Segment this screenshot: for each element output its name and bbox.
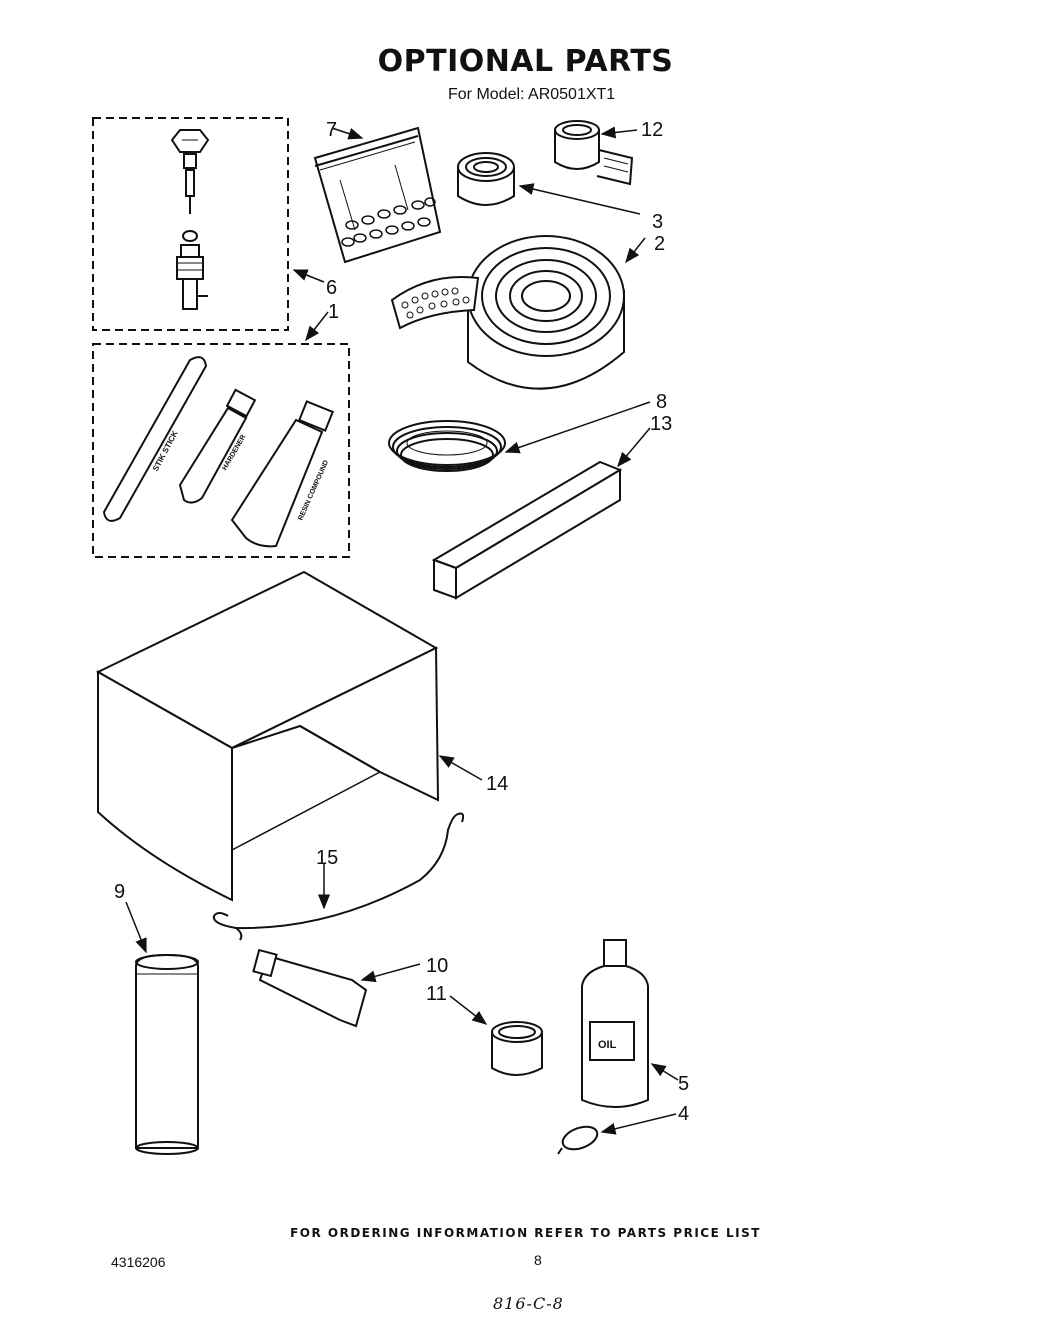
oil-label: OIL	[598, 1039, 617, 1051]
callout-11: 11	[426, 983, 447, 1005]
part-6-valve-kit	[92, 117, 289, 331]
callout-5: 5	[678, 1073, 689, 1095]
callout-12: 12	[641, 119, 663, 141]
ordering-info-note: FOR ORDERING INFORMATION REFER TO PARTS …	[290, 1226, 761, 1240]
document-number: 4316206	[111, 1254, 166, 1270]
model-subtitle: For Model: AR0501XT1	[448, 86, 616, 103]
callout-4: 4	[678, 1103, 689, 1125]
handwritten-reference: 816-C-8	[493, 1294, 564, 1313]
callout-15: 15	[316, 847, 338, 869]
part-9-spray-can	[135, 953, 199, 1155]
part-11-small-can	[491, 1021, 543, 1076]
part-2-insulation-roll	[390, 235, 625, 390]
part-12-tape-roll	[554, 120, 634, 186]
callout-7: 7	[326, 119, 337, 141]
callout-3: 3	[652, 211, 663, 233]
part-8-wire-coil	[388, 420, 506, 472]
callout-1: 1	[328, 301, 339, 323]
callout-13: 13	[650, 413, 672, 435]
callout-8: 8	[656, 391, 667, 413]
part-3-gasket-coil	[457, 152, 515, 206]
page-title: OPTIONAL PARTS	[377, 44, 674, 79]
part-7-oring-bag	[313, 126, 442, 264]
leader-lines	[125, 126, 679, 1135]
part-14-unit-cover	[95, 570, 440, 902]
part-4-capsule	[557, 1125, 599, 1155]
part-15-hook-cord	[212, 812, 465, 941]
part-1-repair-kit	[92, 343, 350, 558]
callout-6: 6	[326, 277, 337, 299]
callout-14: 14	[486, 773, 508, 795]
page-number: 8	[534, 1252, 542, 1268]
callout-10: 10	[426, 955, 448, 977]
part-10-tube	[252, 948, 368, 1028]
callout-9: 9	[114, 881, 125, 903]
callout-2: 2	[654, 233, 665, 255]
part-5-oil-bottle	[581, 939, 649, 1108]
part-13-foam-bar	[431, 460, 623, 600]
